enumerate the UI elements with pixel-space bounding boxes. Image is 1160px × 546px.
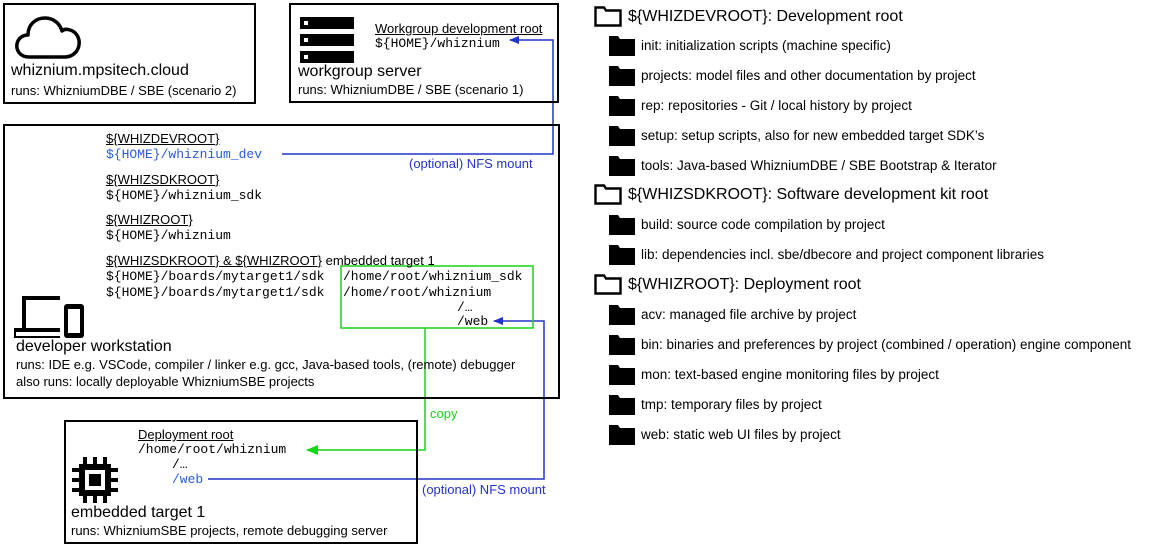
tree-heading-devroot: ${WHIZDEVROOT}: Development root <box>628 8 903 25</box>
workstation-web: /web <box>457 314 489 329</box>
devroot-var: ${WHIZDEVROOT} <box>106 131 220 146</box>
cloud-icon <box>15 16 81 59</box>
tree-heading-sdkroot: ${WHIZSDKROOT}: Software development kit… <box>628 186 989 203</box>
workstation-also-runs: also runs: locally deployable WhizniumSB… <box>16 374 315 389</box>
folder-outline-icon <box>594 6 622 27</box>
chip-icon <box>72 457 118 503</box>
target-mount-heading-vars: ${WHIZSDKROOT} & ${WHIZROOT} <box>106 253 322 268</box>
target-root-title: Deployment root <box>138 427 234 442</box>
tree-item-tools: tools: Java-based WhizniumDBE / SBE Boot… <box>641 158 997 173</box>
server-box: Workgroup development root ${HOME}/whizn… <box>289 3 559 103</box>
target-name: embedded target 1 <box>71 504 206 521</box>
tree-item-build: build: source code compilation by projec… <box>641 217 885 232</box>
target-mount-heading-suffix: embedded target 1 <box>321 253 435 268</box>
tree-item-projects: projects: model files and other document… <box>641 68 976 83</box>
tree-item-mon: mon: text-based engine monitoring files … <box>641 367 939 382</box>
mount-left-2: ${HOME}/boards/mytarget1/sdk <box>106 285 325 300</box>
target-ellipsis: /… <box>172 457 188 472</box>
nfs-mount-label-2: (optional) NFS mount <box>422 482 546 497</box>
server-name: workgroup server <box>298 63 422 80</box>
cloud-host: whiznium.mpsitech.cloud <box>11 62 189 79</box>
tree-item-rep: rep: repositories - Git / local history … <box>641 98 912 113</box>
folder-filled-icon <box>609 36 635 56</box>
tree-item-bin: bin: binaries and preferences by project… <box>641 337 1132 352</box>
copy-arrow <box>306 328 426 455</box>
target-box <box>64 420 418 544</box>
tree-item-web: web: static web UI files by project <box>641 427 841 442</box>
target-runs: runs: WhizniumSBE projects, remote debug… <box>71 523 388 538</box>
sdkroot-path: ${HOME}/whiznium_sdk <box>106 188 263 203</box>
server-runs: runs: WhizniumDBE / SBE (scenario 1) <box>298 82 524 97</box>
copy-label: copy <box>430 406 458 421</box>
folder-filled-icon <box>609 335 635 355</box>
tree-item-lib: lib: dependencies incl. sbe/dbecore and … <box>641 247 1044 262</box>
nfs-mount-label-1: (optional) NFS mount <box>409 156 533 171</box>
folder-filled-icon <box>609 365 635 385</box>
mount-right-2: /home/root/whiznium <box>343 285 492 300</box>
laptop-phone-icon <box>14 296 84 338</box>
folder-filled-icon <box>609 96 635 116</box>
tree-item-setup: setup: setup scripts, also for new embed… <box>641 128 985 143</box>
folder-outline-icon <box>594 274 622 295</box>
folder-filled-icon <box>609 156 635 176</box>
folder-filled-icon <box>609 425 635 445</box>
folder-filled-icon <box>609 215 635 235</box>
workstation-ellipsis: /… <box>457 300 473 315</box>
folder-filled-icon <box>609 245 635 265</box>
sdkroot-var: ${WHIZSDKROOT} <box>106 172 220 187</box>
nfs-mount-arrow-2 <box>208 317 545 480</box>
workstation-box <box>3 124 560 399</box>
mount-right-1: /home/root/whiznium_sdk <box>343 269 523 284</box>
whizroot-var: ${WHIZROOT} <box>106 212 193 227</box>
nfs-mount-arrow-1 <box>282 36 554 155</box>
tree-heading-whizroot: ${WHIZROOT}: Deployment root <box>628 276 861 293</box>
cloud-box: whiznium.mpsitech.cloud runs: WhizniumDB… <box>3 3 256 104</box>
workstation-name: developer workstation <box>16 338 172 355</box>
cloud-runs: runs: WhizniumDBE / SBE (scenario 2) <box>11 83 237 98</box>
target-root-path: /home/root/whiznium <box>138 442 287 457</box>
folder-filled-icon <box>609 126 635 146</box>
tree-item-tmp: tmp: temporary files by project <box>641 397 822 412</box>
folder-filled-icon <box>609 395 635 415</box>
server-rack-icon <box>300 17 354 63</box>
target-mount-heading: ${WHIZSDKROOT} & ${WHIZROOT} embedded ta… <box>106 253 435 268</box>
folder-filled-icon <box>609 66 635 86</box>
tree-item-init: init: initialization scripts (machine sp… <box>641 38 891 53</box>
whizroot-path: ${HOME}/whiznium <box>106 228 231 243</box>
tree-item-acv: acv: managed file archive by project <box>641 307 857 322</box>
mount-left-1: ${HOME}/boards/mytarget1/sdk <box>106 269 325 284</box>
folder-outline-icon <box>594 184 622 205</box>
workstation-runs: runs: IDE e.g. VSCode, compiler / linker… <box>16 357 516 372</box>
target-web: /web <box>172 472 204 487</box>
server-root-path: ${HOME}/whiznium <box>375 36 500 51</box>
target-mount-box <box>340 265 534 329</box>
server-root-title: Workgroup development root <box>375 21 543 36</box>
devroot-path: ${HOME}/whiznium_dev <box>106 147 263 162</box>
folder-filled-icon <box>609 305 635 325</box>
